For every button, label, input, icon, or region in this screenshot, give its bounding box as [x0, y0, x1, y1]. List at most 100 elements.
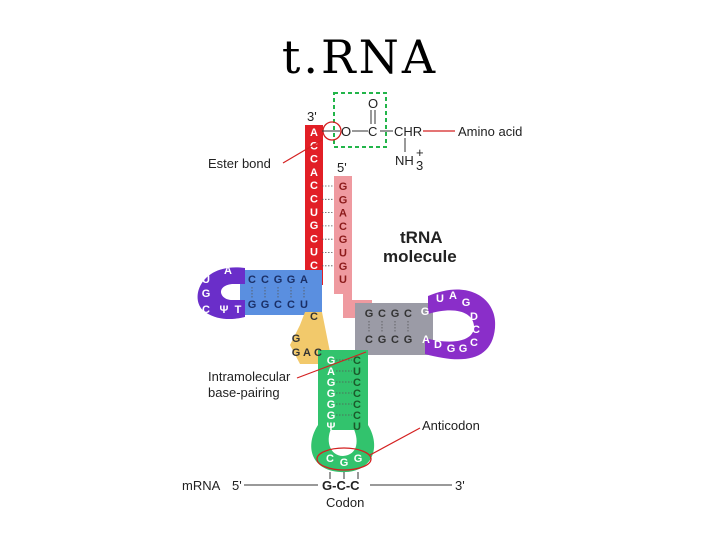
chem-nh-sub: 3: [416, 158, 423, 173]
nucleotide: C: [404, 308, 412, 320]
nucleotide: A: [449, 290, 457, 302]
nucleotide: A: [224, 265, 232, 277]
intramolecular-pointer: [296, 351, 367, 379]
nucleotide: C: [339, 221, 347, 233]
intramolecular-label-line1: Intramolecular: [208, 369, 291, 384]
nucleotide: G: [404, 334, 413, 346]
mrna-5prime-label: 5': [232, 478, 242, 493]
nucleotide: G: [327, 410, 336, 422]
nucleotide: C: [310, 260, 318, 272]
nucleotide: G: [327, 399, 336, 411]
nucleotide: U: [300, 299, 308, 311]
nucleotide: Ψ: [220, 304, 229, 316]
nucleotide: U: [202, 274, 210, 286]
nucleotide: G: [339, 194, 348, 206]
nucleotide: C: [391, 334, 399, 346]
nucleotide: G: [340, 457, 349, 469]
nucleotide: G: [287, 274, 296, 286]
nucleotide: G: [354, 453, 363, 465]
nucleotide: G: [274, 274, 283, 286]
d-loop: [197, 267, 245, 320]
backbone: [197, 125, 496, 473]
nucleotide: U: [436, 293, 444, 305]
nucleotide: D: [434, 339, 442, 351]
codon-sequence: G-C-C: [322, 478, 360, 493]
anticodon-highlight: [316, 447, 372, 471]
chem-c: C: [368, 124, 377, 139]
nucleotide: G: [391, 308, 400, 320]
ester-bond-pointer: [282, 139, 323, 164]
nucleotide: C: [353, 377, 361, 389]
base-pair-lines: [251, 185, 409, 416]
nucleotide: U: [339, 274, 347, 286]
nucleotide: U: [353, 421, 361, 433]
nucleotide: G: [421, 306, 430, 318]
nucleotide: C: [353, 388, 361, 400]
nucleotide: G: [292, 333, 301, 345]
intramolecular-label-line2: base-pairing: [208, 385, 280, 400]
nucleotide: U: [310, 247, 318, 259]
codon-label: Codon: [326, 495, 364, 510]
nucleotide: C: [202, 304, 210, 316]
nucleotide: C: [353, 399, 361, 411]
nucleotide: G: [310, 220, 319, 232]
nucleotide: G: [202, 288, 211, 300]
three-prime-label: 3': [307, 109, 317, 124]
nucleotide: G: [248, 299, 257, 311]
nucleotide: A: [310, 127, 318, 139]
nucleotide: C: [310, 194, 318, 206]
nucleotide: G: [327, 355, 336, 367]
t-stem: [355, 303, 433, 355]
anticodon-loop: [311, 425, 375, 473]
nucleotide: G: [327, 388, 336, 400]
nucleotide: D: [470, 311, 478, 323]
nucleotide: A: [300, 274, 308, 286]
chem-chr: CHR: [394, 124, 422, 139]
nucleotide: C: [470, 337, 478, 349]
nucleotide: C: [365, 334, 373, 346]
nucleotide: C: [261, 274, 269, 286]
nucleotide: U: [353, 366, 361, 378]
nucleotide: C: [310, 180, 318, 192]
anticodon-pointer: [369, 427, 421, 456]
anticodon-stem: [318, 350, 368, 430]
nucleotide: G: [462, 297, 471, 309]
anticodon-label: Anticodon: [422, 418, 480, 433]
nucleotide: A: [327, 366, 335, 378]
nucleotide: U: [339, 248, 347, 260]
nucleotide: G: [292, 347, 301, 359]
nucleotide: C: [310, 140, 318, 152]
nucleotide: A: [310, 167, 318, 179]
nucleotide: G: [339, 181, 348, 193]
mrna-label: mRNA: [182, 478, 221, 493]
amino-acid-attachment: 3' O O C CHR NH 3 + Amino acid: [307, 92, 522, 173]
slide-title: t.RNA: [281, 30, 439, 84]
nucleotide: G: [339, 261, 348, 273]
mrna-strand: mRNA 5' 3' G-C-C Codon: [182, 472, 465, 510]
nucleotide: G: [339, 234, 348, 246]
ester-bond-label: Ester bond: [208, 156, 271, 171]
nucleotide: T: [235, 304, 242, 316]
nucleotide: U: [310, 207, 318, 219]
d-stem: [240, 270, 322, 315]
chem-nh: NH: [395, 153, 414, 168]
nucleotide: C: [353, 355, 361, 367]
t-loop: [425, 289, 496, 360]
nucleotide: C: [353, 410, 361, 422]
acceptor-stem-3prime: [305, 125, 323, 285]
trna-molecule-label-line2: molecule: [383, 247, 457, 266]
five-prime-label: 5': [337, 160, 347, 175]
nucleotide: C: [274, 299, 282, 311]
nucleotide: C: [310, 311, 318, 323]
nucleotide: Ψ: [327, 421, 336, 433]
nucleotide: A: [339, 208, 347, 220]
nucleotide: G: [261, 299, 270, 311]
nucleotide: C: [310, 154, 318, 166]
nucleotide: G: [365, 308, 374, 320]
acceptor-stem-5prime: [334, 176, 352, 294]
nucleotide: A: [303, 347, 311, 359]
nucleotide: C: [248, 274, 256, 286]
trna-molecule-label-line1: tRNA: [400, 228, 443, 247]
nucleotide: G: [378, 334, 387, 346]
